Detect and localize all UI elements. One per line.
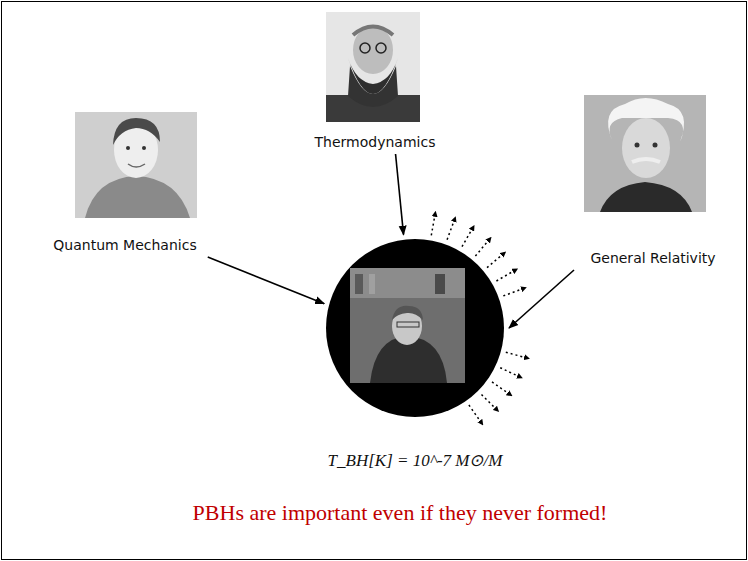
portrait-quantum-mechanics <box>75 112 197 218</box>
arrow-connector <box>396 154 404 235</box>
portrait-thermodynamics <box>326 12 420 122</box>
field-label: Quantum Mechanics <box>31 237 219 253</box>
field-label: Thermodynamics <box>296 134 454 150</box>
portrait-node: General Relativity <box>574 92 732 266</box>
caption: PBHs are important even if they never fo… <box>80 500 720 526</box>
portrait-node: Thermodynamics <box>296 8 454 150</box>
field-label: General Relativity <box>574 250 732 266</box>
black-hole-circle: T_BH[K] = 10^-7 M⊙/M <box>325 238 505 418</box>
arrow-connector <box>208 257 324 304</box>
portrait-node: Quantum Mechanics <box>31 108 219 253</box>
temperature-formula: T_BH[K] = 10^-7 M⊙/M <box>275 450 555 471</box>
arrow-connector <box>509 270 574 328</box>
black-hole-shape <box>325 238 505 418</box>
portrait-general-relativity <box>584 95 706 212</box>
portrait-hawking <box>350 268 465 383</box>
